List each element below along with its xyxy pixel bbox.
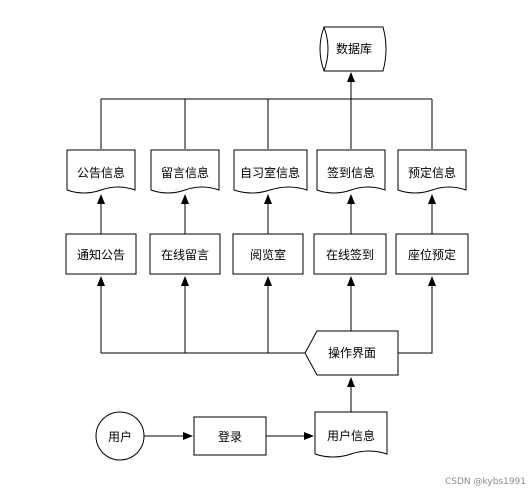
operation-label: 操作界面 <box>328 345 376 360</box>
module-to-doc-arrows <box>97 194 436 234</box>
doc-user-info-label: 用户信息 <box>327 428 375 443</box>
module-message-label: 在线留言 <box>161 248 209 262</box>
login-to-userinfo <box>266 432 314 440</box>
doc-study-room: 自习室信息 <box>233 149 308 194</box>
doc-notice-label: 公告信息 <box>77 165 125 180</box>
doc-message-label: 留言信息 <box>161 165 209 180</box>
doc-checkin-label: 签到信息 <box>327 165 375 180</box>
database-node: 数据库 <box>319 26 387 72</box>
doc-user-info: 用户信息 <box>314 411 388 458</box>
doc-notice: 公告信息 <box>66 149 136 194</box>
login-node: 登录 <box>193 416 267 456</box>
module-reading-room-label: 阅览室 <box>250 247 286 262</box>
doc-message: 留言信息 <box>150 149 220 194</box>
watermark-text: CSDN @kybs1991 <box>445 477 526 487</box>
doc-booking: 预定信息 <box>397 149 467 194</box>
module-message: 在线留言 <box>149 233 221 275</box>
module-reading-room: 阅览室 <box>232 233 304 275</box>
userinfo-to-operation <box>347 377 355 412</box>
login-label: 登录 <box>218 429 242 444</box>
database-label: 数据库 <box>336 41 372 56</box>
module-notice-label: 通知公告 <box>77 248 125 262</box>
user-node: 用户 <box>95 411 145 461</box>
doc-booking-label: 预定信息 <box>408 165 456 180</box>
user-label: 用户 <box>108 429 132 444</box>
operation-bus <box>97 276 436 354</box>
doc-study-room-label: 自习室信息 <box>240 165 300 180</box>
module-notice: 通知公告 <box>65 233 137 275</box>
operation-node: 操作界面 <box>304 330 399 376</box>
module-checkin-label: 在线签到 <box>326 247 374 262</box>
user-to-login <box>144 432 193 440</box>
doc-checkin: 签到信息 <box>316 149 386 194</box>
module-booking: 座位预定 <box>395 233 469 275</box>
module-checkin: 在线签到 <box>313 233 387 275</box>
module-booking-label: 座位预定 <box>408 247 456 262</box>
top-bus <box>100 72 433 149</box>
